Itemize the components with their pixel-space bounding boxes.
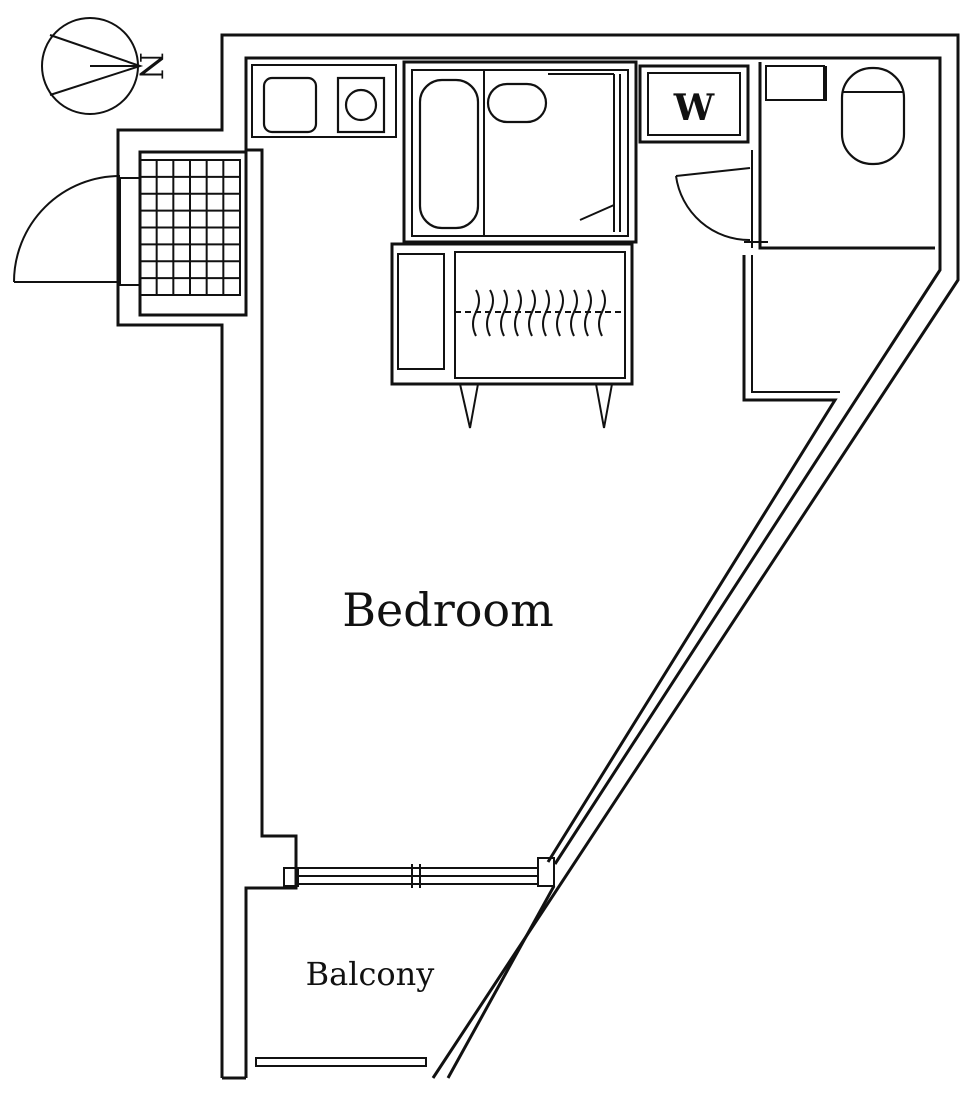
- toilet-room: [751, 62, 935, 250]
- hall-wall: [546, 255, 838, 863]
- north-label: N: [132, 52, 170, 80]
- kitchen-counter: [251, 64, 397, 138]
- washbasin-icon: [486, 82, 548, 124]
- entrance-door: [13, 175, 140, 286]
- washer-space: W: [638, 64, 750, 144]
- balcony-area: [246, 885, 556, 1079]
- storage-closet: [390, 242, 634, 429]
- washer-label: W: [673, 87, 715, 129]
- bedroom-label: Bedroom: [342, 583, 553, 637]
- balcony-sliding-window: [283, 857, 555, 888]
- bathroom: [402, 60, 638, 244]
- balcony-label: Balcony: [306, 955, 435, 993]
- toilet-door: [675, 167, 768, 243]
- balcony-railing: [255, 1057, 427, 1067]
- stove-icon: [336, 76, 386, 134]
- outer-walls: [116, 33, 960, 1080]
- north-arrow-icon: N: [41, 17, 170, 115]
- bathtub-icon: [418, 78, 480, 230]
- kitchen-sink-icon: [262, 76, 318, 134]
- toilet-icon: [840, 66, 906, 166]
- entrance-floor-tiles: [139, 159, 241, 296]
